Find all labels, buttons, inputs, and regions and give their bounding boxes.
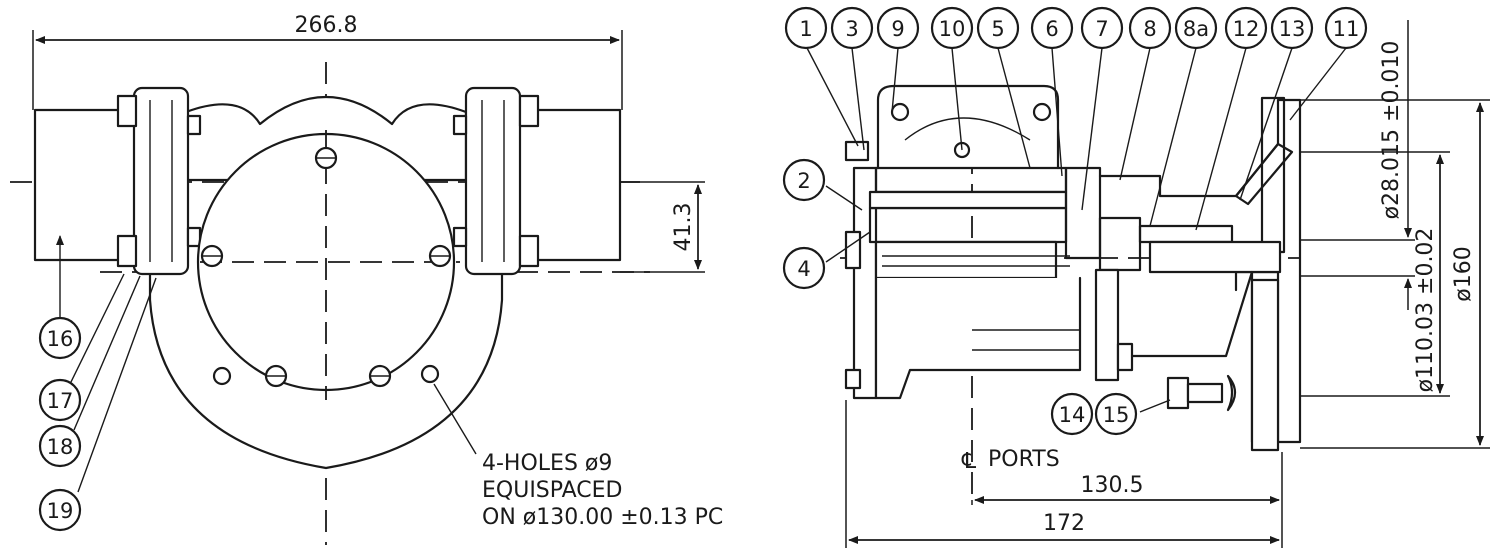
balloon-11: 11 (1324, 6, 1368, 50)
svg-text:8a: 8a (1183, 17, 1209, 41)
holes-note-line3: ON ø130.00 ±0.13 PC (482, 505, 723, 530)
svg-text:15: 15 (1103, 403, 1130, 427)
body-lower-section (874, 276, 1082, 400)
balloon-14: 14 (1050, 392, 1094, 436)
drive-shaft (1148, 240, 1282, 274)
svg-text:10: 10 (939, 17, 966, 41)
balloon-15: 15 (1094, 392, 1138, 436)
balloon-16: 16 (38, 316, 82, 360)
dim-shaft-diameter-label: ø28.015 ±0.010 (1379, 41, 1404, 220)
balloon-10: 10 (930, 6, 974, 50)
dim-overall-depth-label: 172 (1043, 511, 1085, 536)
impeller-vanes (874, 240, 1058, 280)
ports-centerline-symbol: ℄ (961, 449, 977, 474)
front-leaders (56, 235, 477, 493)
balloon-5: 5 (976, 6, 1020, 50)
dim-offset-height: 41.3 (620, 181, 705, 273)
svg-text:9: 9 (891, 17, 904, 41)
svg-text:19: 19 (47, 499, 74, 523)
dim-overall-depth: 172 (845, 400, 1280, 548)
ports-label: PORTS (988, 447, 1060, 472)
svg-text:12: 12 (1233, 17, 1260, 41)
impeller-section (868, 206, 1068, 244)
seal-housing (1098, 216, 1142, 272)
svg-text:17: 17 (47, 389, 74, 413)
holes-note-line1: 4-HOLES ø9 (482, 451, 612, 476)
balloon-3: 3 (830, 6, 874, 50)
right-flange-clamp (452, 86, 540, 276)
port-bracket (876, 84, 1060, 170)
front-view: 266.8 41.3 4-HOLES ø9 EQUISPACED ON ø130… (10, 13, 723, 545)
balloon-13: 13 (1270, 6, 1314, 50)
svg-text:3: 3 (845, 17, 858, 41)
svg-text:5: 5 (991, 17, 1004, 41)
balloon-4: 4 (782, 246, 826, 290)
bearing-sleeve (1138, 224, 1234, 244)
dim-flange-diameter-label: ø160 (1451, 246, 1476, 301)
svg-text:16: 16 (47, 327, 74, 351)
holes-note-line2: EQUISPACED (482, 478, 623, 503)
balloon-17: 17 (38, 378, 82, 422)
svg-text:14: 14 (1059, 403, 1086, 427)
mounting-bolt (1166, 374, 1237, 412)
body-upper-section (874, 166, 1068, 194)
svg-text:8: 8 (1143, 17, 1156, 41)
balloon-1: 1 (784, 6, 828, 50)
svg-text:2: 2 (797, 169, 810, 193)
part-balloons: 1 3 9 10 5 6 7 8 8a 12 13 11 2 4 14 15 1… (38, 6, 1368, 532)
cover-screws (200, 146, 452, 388)
wear-plate (1064, 166, 1102, 260)
balloon-12: 12 (1224, 6, 1268, 50)
dim-pilot-diameter-label: ø110.03 ±0.02 (1413, 228, 1438, 393)
dim-overall-width-label: 266.8 (295, 13, 358, 38)
dim-overall-width: 266.8 (32, 13, 623, 110)
balloon-8a: 8a (1174, 6, 1218, 50)
balloon-6: 6 (1030, 6, 1074, 50)
cover-screw (844, 140, 870, 162)
left-flange-clamp (116, 86, 202, 276)
svg-text:18: 18 (47, 435, 74, 459)
balloon-19: 19 (38, 488, 82, 532)
dim-depth-to-ports-label: 130.5 (1081, 473, 1144, 498)
dim-offset-height-label: 41.3 (671, 203, 696, 252)
mounting-holes (212, 364, 440, 386)
section-view: ø160 ø110.03 ±0.02 ø28.015 ±0.010 130.5 (805, 20, 1490, 548)
dim-flange-diameter: ø160 (1300, 99, 1490, 449)
svg-text:6: 6 (1045, 17, 1058, 41)
dim-shaft-diameter: ø28.015 ±0.010 (1300, 20, 1415, 310)
svg-text:11: 11 (1333, 17, 1360, 41)
svg-text:7: 7 (1095, 17, 1108, 41)
balloon-18: 18 (38, 424, 82, 468)
svg-text:13: 13 (1279, 17, 1306, 41)
balloon-8: 8 (1128, 6, 1172, 50)
balloon-7: 7 (1080, 6, 1124, 50)
dim-depth-to-ports: 130.5 (971, 452, 1283, 548)
svg-text:1: 1 (799, 17, 812, 41)
dim-pilot-diameter: ø110.03 ±0.02 (1300, 151, 1450, 397)
balloon-9: 9 (876, 6, 920, 50)
balloon-2: 2 (782, 158, 826, 202)
svg-text:4: 4 (797, 257, 810, 281)
section-leaders (805, 45, 1347, 413)
